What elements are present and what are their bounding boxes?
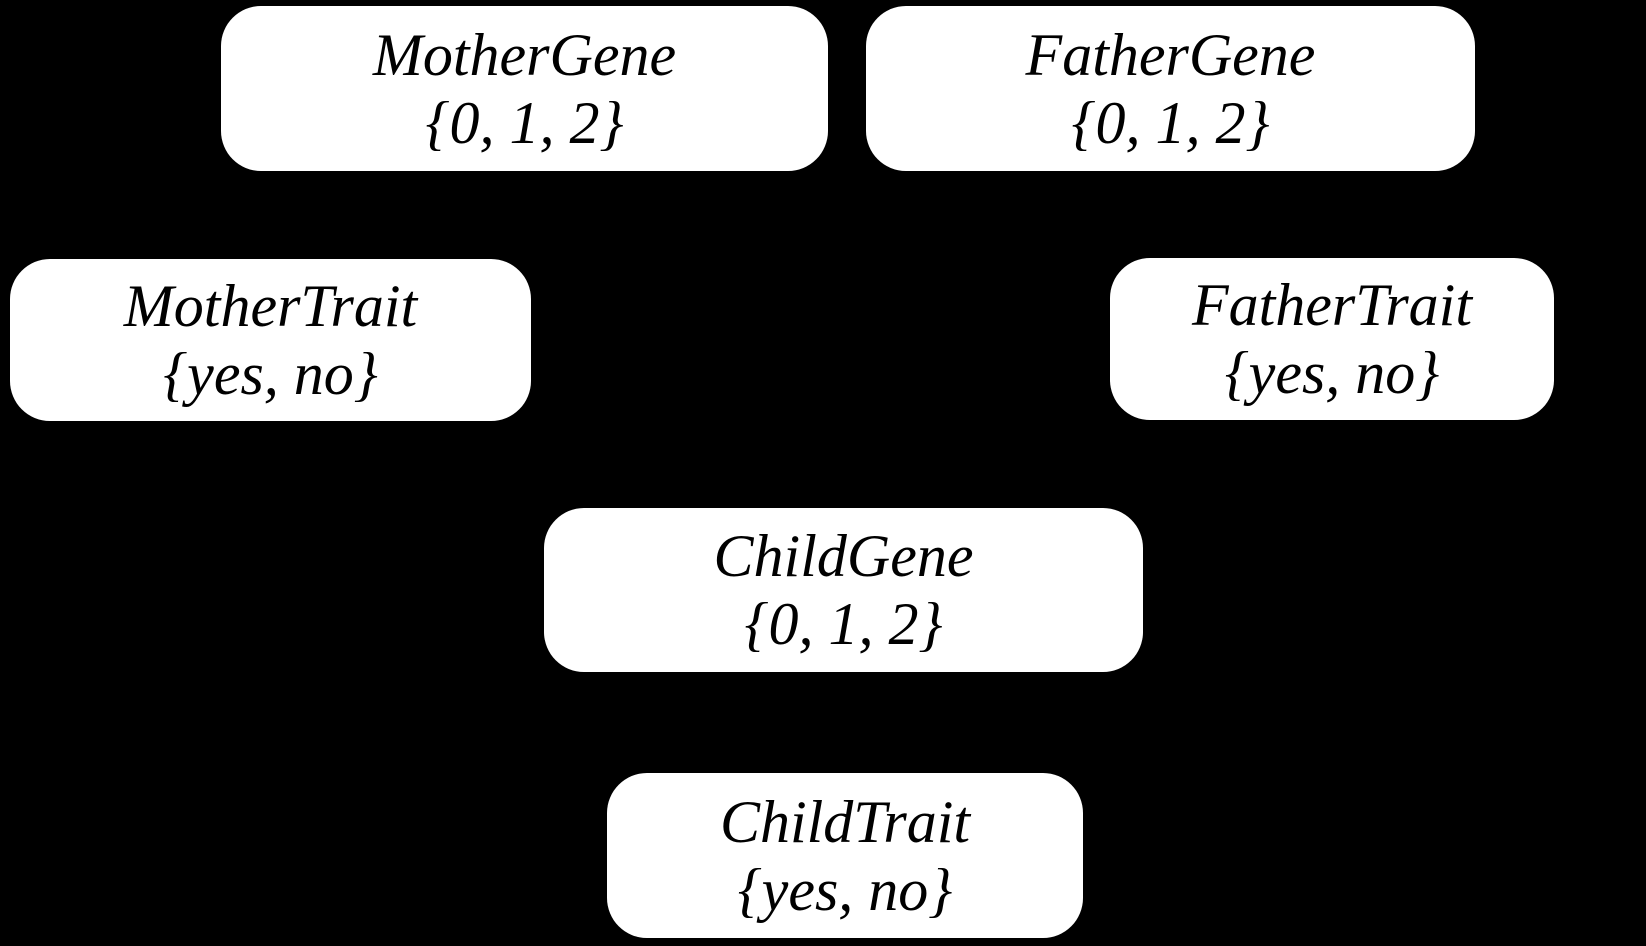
node-mother-trait: MotherTrait {yes, no} <box>10 259 531 421</box>
node-father-trait: FatherTrait {yes, no} <box>1110 258 1554 420</box>
node-label: ChildGene <box>713 523 974 589</box>
node-father-gene: FatherGene {0, 1, 2} <box>866 6 1475 171</box>
node-child-trait: ChildTrait {yes, no} <box>607 773 1083 938</box>
node-mother-gene: MotherGene {0, 1, 2} <box>221 6 828 171</box>
node-domain: {yes, no} <box>163 341 378 407</box>
node-domain: {yes, no} <box>1224 340 1440 406</box>
node-domain: {yes, no} <box>737 856 953 923</box>
node-domain: {0, 1, 2} <box>744 591 943 657</box>
node-label: FatherGene <box>1025 21 1316 88</box>
node-child-gene: ChildGene {0, 1, 2} <box>544 508 1143 672</box>
node-label: FatherTrait <box>1191 272 1473 338</box>
node-domain: {0, 1, 2} <box>1071 89 1270 156</box>
node-domain: {0, 1, 2} <box>425 89 624 156</box>
node-label: ChildTrait <box>719 788 971 855</box>
node-label: MotherGene <box>372 21 677 88</box>
node-label: MotherTrait <box>123 273 418 339</box>
